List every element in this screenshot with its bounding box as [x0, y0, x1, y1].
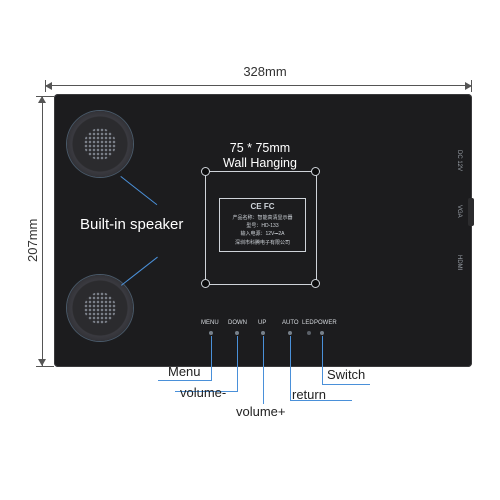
volume-down-label: volume-	[180, 385, 227, 400]
height-dimension-line	[42, 96, 43, 366]
width-tick-right	[471, 80, 472, 92]
button-power-label: POWER	[314, 320, 337, 326]
return-label: return	[292, 387, 326, 402]
nameplate-line-4: 深圳市科腾电子有限公司	[234, 240, 290, 246]
switch-callout-vertical	[322, 336, 323, 384]
wall-mount-label: 75 * 75mm Wall Hanging	[205, 141, 315, 171]
arrow-down-icon	[38, 359, 46, 366]
return-callout-vertical	[290, 336, 291, 400]
speaker-label: Built-in speaker	[80, 216, 184, 233]
arrow-up-icon	[38, 96, 46, 103]
nameplate-line-3: 输入电源：12V⎓2A	[240, 231, 285, 237]
port-hdmi-label: HDMI	[456, 255, 462, 271]
volume-up-label: volume+	[236, 404, 286, 419]
speaker-grille-icon	[67, 275, 133, 341]
arrow-right-icon	[465, 82, 472, 90]
volume-down-callout-vertical	[237, 336, 238, 391]
port-vga-label: VGA	[456, 205, 462, 218]
menu-callout-horizontal	[158, 380, 212, 381]
wall-mount-title: Wall Hanging	[223, 156, 297, 170]
height-label: 207mm	[25, 218, 40, 262]
width-dimension-line	[45, 85, 472, 86]
screw-hole-icon	[311, 279, 320, 288]
menu-callout-vertical	[211, 336, 212, 380]
auto-button[interactable]	[288, 331, 292, 335]
button-up-label: UP	[258, 320, 267, 326]
certification-marks: CE FC	[250, 202, 275, 211]
speaker-grille-icon	[67, 111, 133, 177]
screw-hole-icon	[201, 279, 210, 288]
wall-mount-size: 75 * 75mm	[229, 141, 291, 155]
volume-up-callout	[263, 336, 264, 404]
width-tick-left	[45, 80, 46, 92]
screw-hole-icon	[311, 167, 320, 176]
button-down-label: DOWN	[228, 320, 247, 326]
height-tick-bottom	[36, 366, 54, 367]
led-label: LED	[302, 320, 314, 326]
menu-label: Menu	[168, 364, 201, 379]
nameplate-label: CE FC 产品名称：智能高清显示器 型号：HD-133 输入电源：12V⎓2A…	[219, 198, 306, 252]
switch-callout-horizontal	[322, 384, 370, 385]
button-auto-label: AUTO	[282, 320, 299, 326]
port-dc-label: DC 12V	[456, 150, 462, 172]
power-button[interactable]	[320, 331, 324, 335]
volume-down-callout-horizontal	[175, 391, 238, 392]
menu-button[interactable]	[209, 331, 213, 335]
screw-hole-icon	[201, 167, 210, 176]
nameplate-line-2: 型号：HD-133	[246, 223, 279, 229]
nameplate-line-1: 产品名称：智能高清显示器	[232, 215, 293, 221]
up-button[interactable]	[261, 331, 265, 335]
arrow-left-icon	[45, 82, 52, 90]
button-menu-label: MENU	[201, 320, 219, 326]
switch-label: Switch	[327, 367, 366, 382]
height-tick-top	[36, 96, 54, 97]
vga-connector	[468, 198, 474, 226]
vesa-mount-frame	[205, 171, 317, 285]
down-button[interactable]	[235, 331, 239, 335]
return-callout-horizontal	[290, 400, 352, 401]
led-indicator	[307, 331, 311, 335]
width-label: 328mm	[243, 64, 287, 79]
